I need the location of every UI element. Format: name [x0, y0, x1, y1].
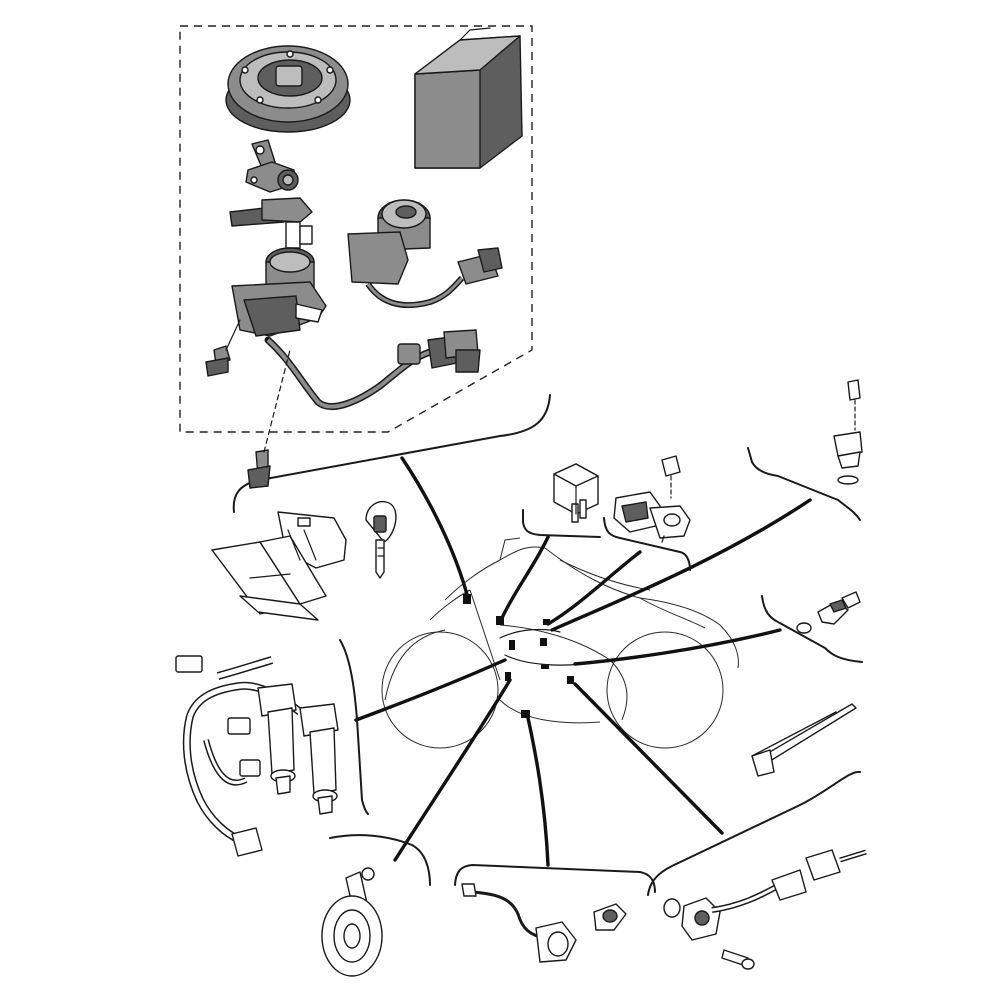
- kit-group-dashed-outline: [179, 25, 533, 433]
- callout-brackets: [232, 394, 863, 896]
- main-switch-harness[interactable]: [264, 329, 481, 410]
- oil-pressure-switch[interactable]: [796, 591, 861, 634]
- leader-lines: [354, 456, 812, 867]
- location-markers: [463, 594, 601, 718]
- horn[interactable]: [321, 867, 383, 977]
- battery-bracket[interactable]: [211, 511, 347, 621]
- main-ignition-switch[interactable]: [231, 247, 327, 337]
- temperature-sensor[interactable]: [833, 379, 863, 485]
- screw-left[interactable]: [205, 319, 241, 377]
- ignition-keys[interactable]: [229, 197, 313, 249]
- screw-bottom[interactable]: [247, 349, 291, 489]
- crank-sensor-with-bolt[interactable]: [613, 455, 691, 543]
- lock-cylinder-with-lead[interactable]: [347, 199, 503, 309]
- neutral-switch-lead[interactable]: [461, 883, 627, 963]
- fuel-tank-cap[interactable]: [225, 45, 351, 133]
- ignition-coil-harness[interactable]: [175, 655, 339, 857]
- ecu-unit[interactable]: [414, 27, 523, 169]
- speed-sensor-harness[interactable]: [663, 849, 867, 970]
- relay[interactable]: [553, 463, 599, 523]
- seat-lock[interactable]: [245, 139, 299, 193]
- key-blank[interactable]: [365, 500, 397, 579]
- cable-tie[interactable]: [751, 703, 857, 777]
